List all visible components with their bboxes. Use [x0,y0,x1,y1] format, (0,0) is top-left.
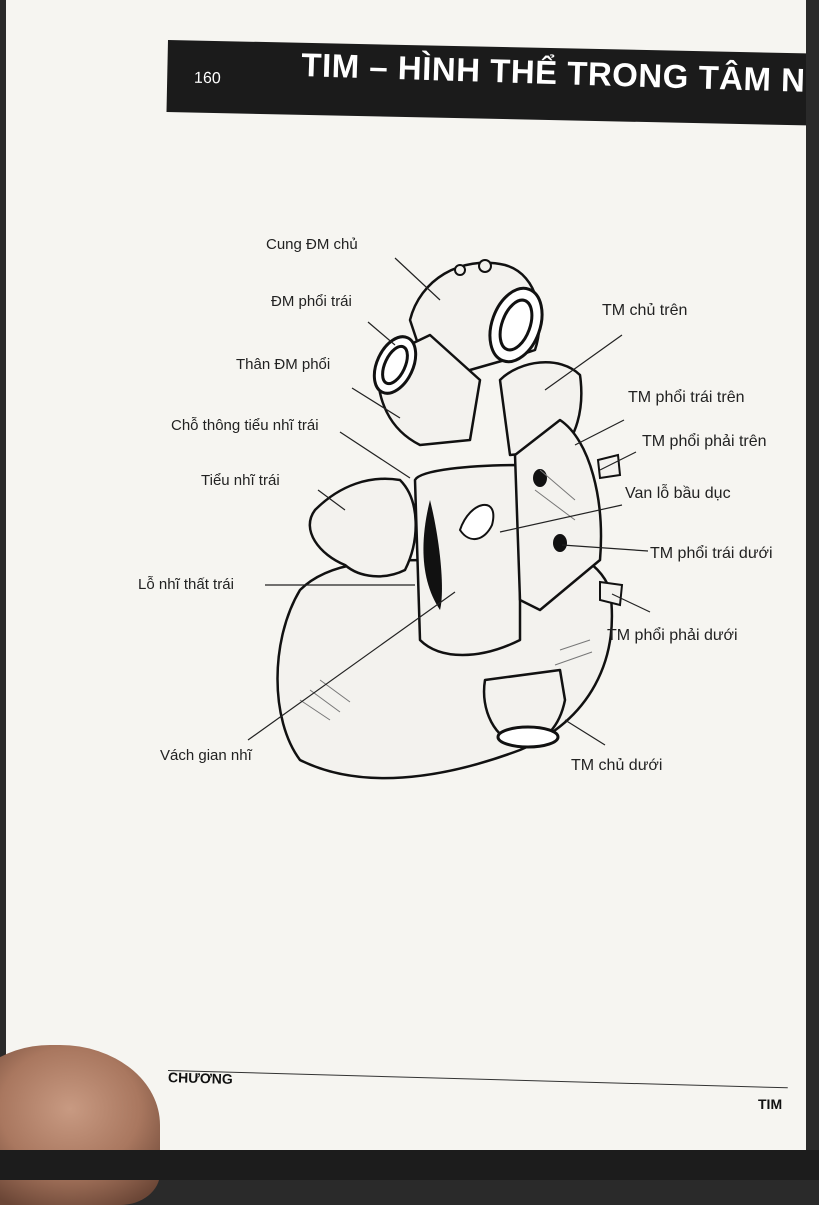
label-tm-chu-duoi: TM chủ dưới [571,757,662,775]
page-edge-shadow [0,1150,819,1180]
label-cung-dm-chu: Cung ĐM chủ [266,236,358,253]
label-tm-chu-tren: TM chủ trên [602,302,687,320]
label-tm-phoi-phai-tren: TM phổi phải trên [642,433,767,451]
label-van-lo-bau-duc: Van lỗ bầu dục [625,485,731,503]
label-than-dm-phoi: Thân ĐM phổi [236,356,330,373]
label-tm-phoi-trai-duoi: TM phổi trái dưới [650,545,773,563]
label-tm-phoi-phai-duoi: TM phổi phải dưới [607,627,738,645]
label-tm-phoi-trai-tren: TM phổi trái trên [628,389,744,407]
footer-section: TIM [758,1096,782,1112]
footer-chapter: CHƯƠNG [168,1069,233,1087]
label-tieu-nhi-trai: Tiểu nhĩ trái [201,472,280,489]
heart-illustration [0,0,819,1174]
label-lo-nhi-that-trai: Lỗ nhĩ thất trái [138,576,234,593]
label-cho-thong-tieu-nhi-trai: Chỗ thông tiểu nhĩ trái [171,417,319,434]
label-vach-gian-nhi: Vách gian nhĩ [160,747,252,764]
label-dm-phoi-trai: ĐM phổi trái [271,293,352,310]
